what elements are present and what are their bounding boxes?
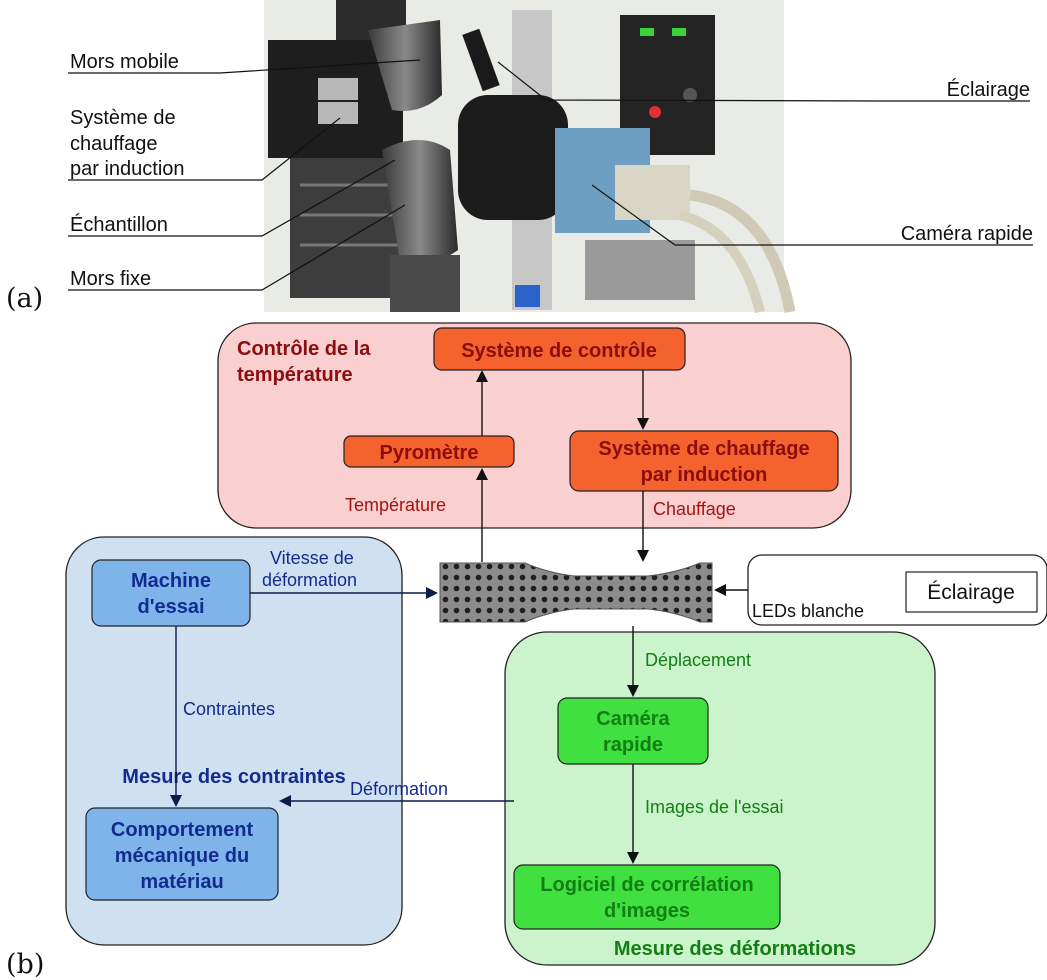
edges [170, 370, 748, 864]
camera-cable-connector [615, 165, 690, 220]
edge-label-vitesse-line1: Vitesse de [270, 548, 354, 568]
edge-label-deformation: Déformation [350, 779, 448, 799]
group-title-temperature-line2: température [237, 364, 353, 386]
camera-cables [689, 189, 796, 314]
heater-frame [290, 158, 400, 298]
node-chauffage-line2: par induction [641, 464, 768, 486]
photo-callouts [68, 59, 1033, 291]
specimen [439, 562, 713, 623]
node-camera-line2: rapide [603, 734, 663, 756]
node-chauffage-line1: Système de chauffage [598, 438, 809, 460]
upper-grip [368, 20, 442, 111]
callout-chauffage-line1: Système de [70, 107, 176, 129]
lower-grip-base [390, 255, 460, 312]
node-eclairage: Éclairage [927, 581, 1015, 604]
lower-grip [382, 140, 458, 265]
group-title-contraintes: Mesure des contraintes [122, 766, 345, 788]
camera-stage [585, 240, 695, 300]
edge-label-contraintes: Contraintes [183, 699, 275, 719]
edge-label-deplacement: Déplacement [645, 650, 751, 670]
edge-label-chauffage: Chauffage [653, 499, 736, 519]
node-systeme-controle: Système de contrôle [461, 340, 657, 362]
callout-mors-mobile: Mors mobile [70, 51, 179, 73]
callout-echantillon: Échantillon [70, 213, 168, 236]
node-logiciel-line1: Logiciel de corrélation [540, 874, 753, 896]
node-eclairage-box [905, 571, 1038, 613]
panel-label-b: (b) [6, 949, 44, 980]
heater-connector-top [318, 78, 358, 100]
node-comportement-box [85, 807, 279, 901]
specimen-shape [439, 562, 713, 623]
node-machine-line1: Machine [131, 570, 211, 592]
panel-label-a: (a) [6, 283, 43, 314]
node-logiciel-line2: d'images [604, 900, 690, 922]
node-logiciel-box [513, 864, 781, 930]
node-camera-line1: Caméra [596, 708, 670, 730]
photo-panel [264, 0, 796, 314]
callout-mors-fixe: Mors fixe [70, 268, 151, 290]
node-comportement-line1: Comportement [111, 819, 254, 841]
node-comportement-line2: mécanique du [115, 845, 249, 867]
node-machine-line2: d'essai [137, 596, 204, 618]
callout-chauffage-line2: chauffage [70, 133, 158, 155]
edge-label-leds: LEDs blanche [752, 601, 864, 621]
node-comportement-line3: matériau [140, 871, 223, 893]
heater-connector-bottom [318, 102, 358, 124]
node-pyrometre: Pyromètre [380, 442, 479, 464]
group-title-deformations: Mesure des déformations [614, 938, 856, 960]
callout-camera: Caméra rapide [901, 223, 1033, 245]
camera-lens [458, 95, 568, 220]
light-arm [462, 28, 500, 92]
group-title-temperature-line1: Contrôle de la [237, 338, 371, 360]
edge-label-images: Images de l'essai [645, 797, 784, 817]
node-chauffage-box [569, 430, 839, 492]
callout-chauffage-line3: par induction [70, 158, 185, 180]
edge-label-vitesse-line2: déformation [262, 570, 357, 590]
node-systeme-controle-box [433, 327, 686, 371]
edge-label-temperature: Température [345, 495, 446, 515]
node-pyrometre-box [343, 435, 515, 468]
callout-eclairage: Éclairage [947, 78, 1030, 101]
